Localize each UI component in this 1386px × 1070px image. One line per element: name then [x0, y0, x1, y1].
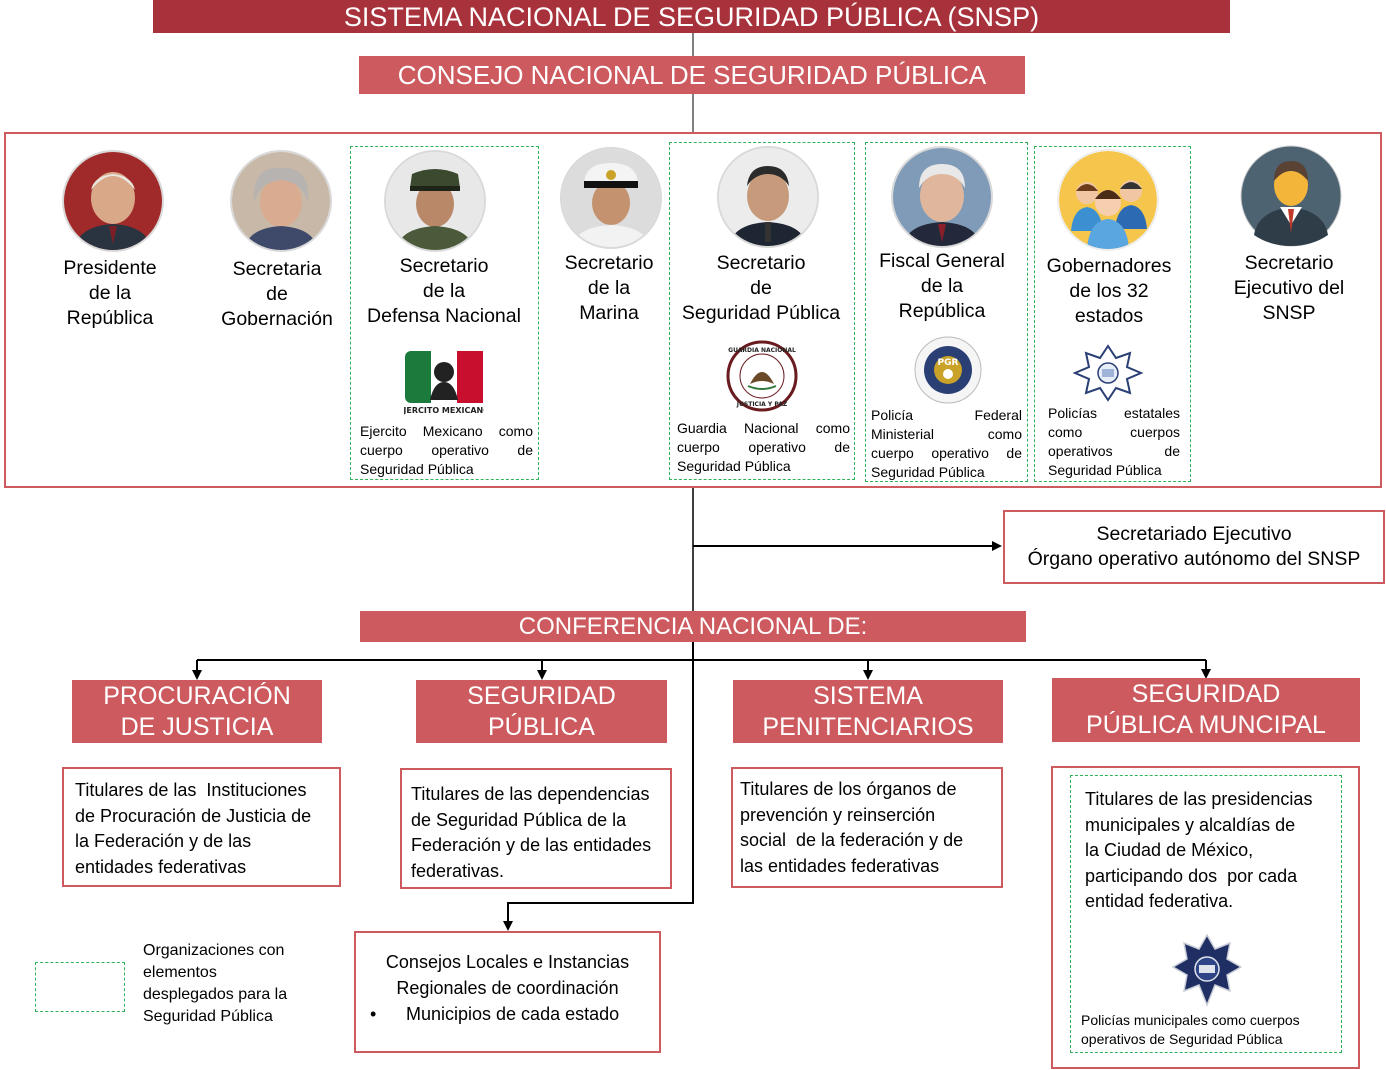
bullet-icon: •	[370, 1004, 377, 1024]
ejercito-mexicano-logo-icon: EJERCITO MEXICANO	[398, 350, 490, 416]
policia-estatal-star-icon	[1072, 344, 1144, 402]
dashed-frame-municipal	[1070, 775, 1342, 1053]
portrait-defensa-icon	[384, 150, 486, 252]
consejo-banner: CONSEJO NACIONAL DE SEGURIDAD PÚBLICA	[359, 56, 1025, 94]
consejos-locales-bullet: •Municipios de cada estado	[356, 1001, 659, 1027]
dashed-frame-fiscal	[865, 142, 1028, 482]
system-title: SISTEMA NACIONAL DE SEGURIDAD PÚBLICA (S…	[153, 0, 1230, 33]
dashed-frame-seguridad	[669, 142, 855, 480]
svg-text:JUSTICIA Y PAZ: JUSTICIA Y PAZ	[736, 401, 788, 408]
secretariado-ejecutivo-box: Secretariado Ejecutivo Órgano operativo …	[1003, 510, 1385, 584]
generic-user-icon	[1240, 145, 1342, 247]
policia-municipal-star-icon	[1171, 933, 1243, 1008]
portrait-secretaria-icon	[230, 150, 332, 252]
gobernadores-group-icon	[1057, 149, 1159, 251]
portrait-president-icon	[62, 150, 164, 252]
svg-text:GUARDIA NACIONAL: GUARDIA NACIONAL	[728, 347, 796, 354]
svg-text:PGR: PGR	[938, 358, 959, 368]
consejos-locales-box: Consejos Locales e Instancias Regionales…	[354, 931, 661, 1053]
arrow-to-consejos-locales	[503, 660, 694, 931]
svg-text:EJERCITO MEXICANO: EJERCITO MEXICANO	[404, 406, 484, 415]
guardia-nacional-seal-icon: GUARDIA NACIONAL JUSTICIA Y PAZ	[726, 340, 798, 412]
dashed-frame-gobernadores	[1034, 146, 1191, 482]
portrait-fiscal-icon	[891, 146, 993, 248]
portrait-marina-icon	[560, 147, 662, 249]
portrait-seguridad-icon	[717, 146, 819, 248]
legend-swatch	[35, 962, 125, 1012]
pgr-badge-icon: PGR	[911, 336, 985, 404]
dashed-frame-defensa	[350, 146, 539, 480]
conferencia-banner: CONFERENCIA NACIONAL DE:	[360, 611, 1026, 642]
consejo-members-frame	[4, 132, 1382, 488]
branch-desc-seguridad-municipal	[1051, 766, 1360, 1069]
